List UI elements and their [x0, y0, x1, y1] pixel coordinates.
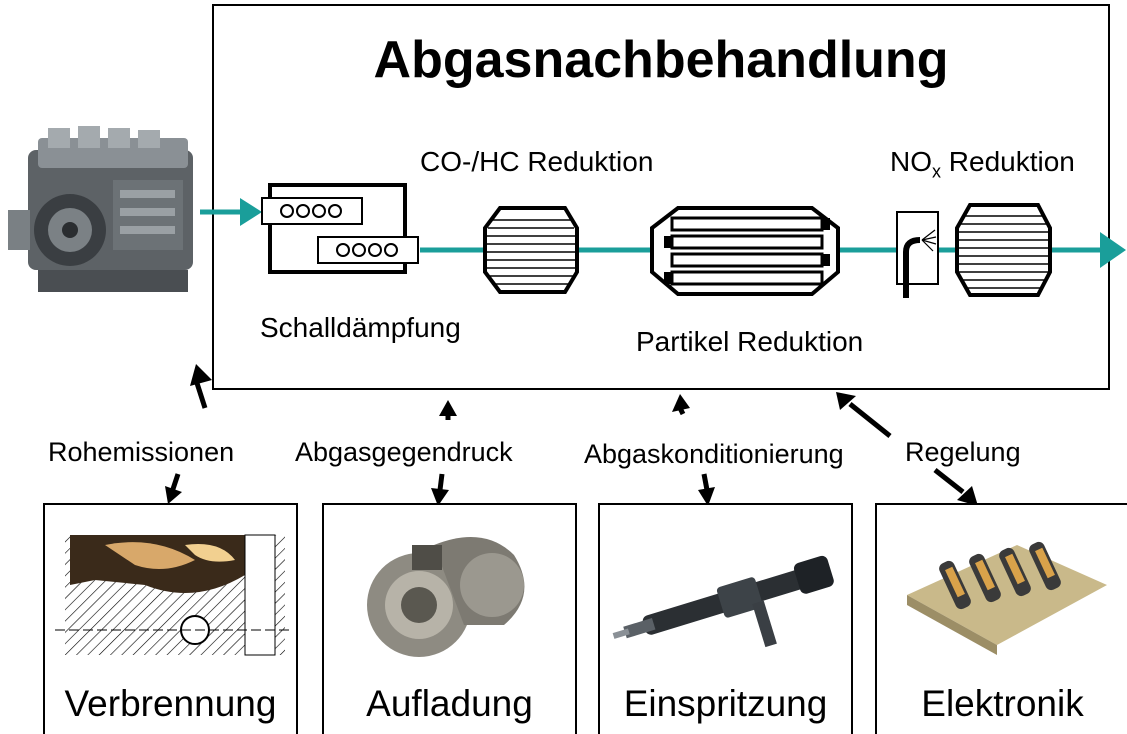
subsystem-label-einspritzung: Einspritzung [623, 683, 828, 724]
arrowhead-icon [190, 364, 212, 386]
diagram-title: Abgasnachbehandlung [373, 31, 949, 89]
arrow-rohemissionen-up [193, 379, 208, 409]
combustion-chamber-icon [55, 534, 290, 656]
arrowhead-icon [957, 486, 978, 506]
turbocharger-icon [367, 537, 525, 657]
engine-icon [8, 126, 193, 292]
connection-arrows [165, 364, 978, 506]
nox-catalyst-icon [955, 203, 1052, 297]
arrowhead-icon [439, 400, 457, 416]
connection-label-rohemissionen: Rohemissionen [48, 437, 235, 467]
connection-label-regelung: Regelung [905, 437, 1021, 467]
injector-icon [612, 555, 834, 648]
subsystem-einspritzung: Einspritzung [598, 503, 853, 734]
subsystem-label-verbrennung: Verbrennung [64, 683, 277, 724]
inlet-arrow-icon [240, 198, 262, 226]
subsystem-label-aufladung: Aufladung [366, 683, 533, 724]
connection-label-abgasgegendruck: Abgasgegendruck [295, 437, 513, 467]
subsystem-verbrennung: Verbrennung [43, 503, 298, 734]
arrowhead-icon [165, 486, 182, 504]
arrowhead-icon [836, 392, 856, 410]
arrowhead-icon [698, 487, 715, 506]
catalyst-icon [483, 206, 579, 294]
nox-rest: Reduktion [941, 146, 1075, 177]
nox-main: NO [890, 146, 932, 177]
arrowhead-icon [431, 488, 449, 506]
arrowhead-icon [672, 394, 690, 412]
subsystem-aufladung: Aufladung [322, 503, 577, 734]
flow-line [200, 209, 1105, 253]
subsystem-label-elektronik: Elektronik [921, 683, 1084, 724]
nox-label: NOx Reduktion [890, 146, 1075, 188]
electronics-icon [907, 541, 1107, 655]
connection-label-abgaskonditionierung: Abgaskonditionierung [584, 439, 844, 469]
nox-subscript: x [932, 161, 941, 182]
particle-filter-icon [650, 206, 840, 296]
subsystem-elektronik: Elektronik [875, 503, 1127, 734]
silencer-icon [261, 183, 419, 274]
injector-nozzle-icon [896, 211, 939, 298]
particle-label: Partikel Reduktion [636, 326, 864, 357]
outlet-arrow-icon [1100, 232, 1126, 268]
silencer-label: Schalldämpfung [260, 312, 461, 343]
co-hc-label: CO-/HC Reduktion [420, 146, 654, 177]
